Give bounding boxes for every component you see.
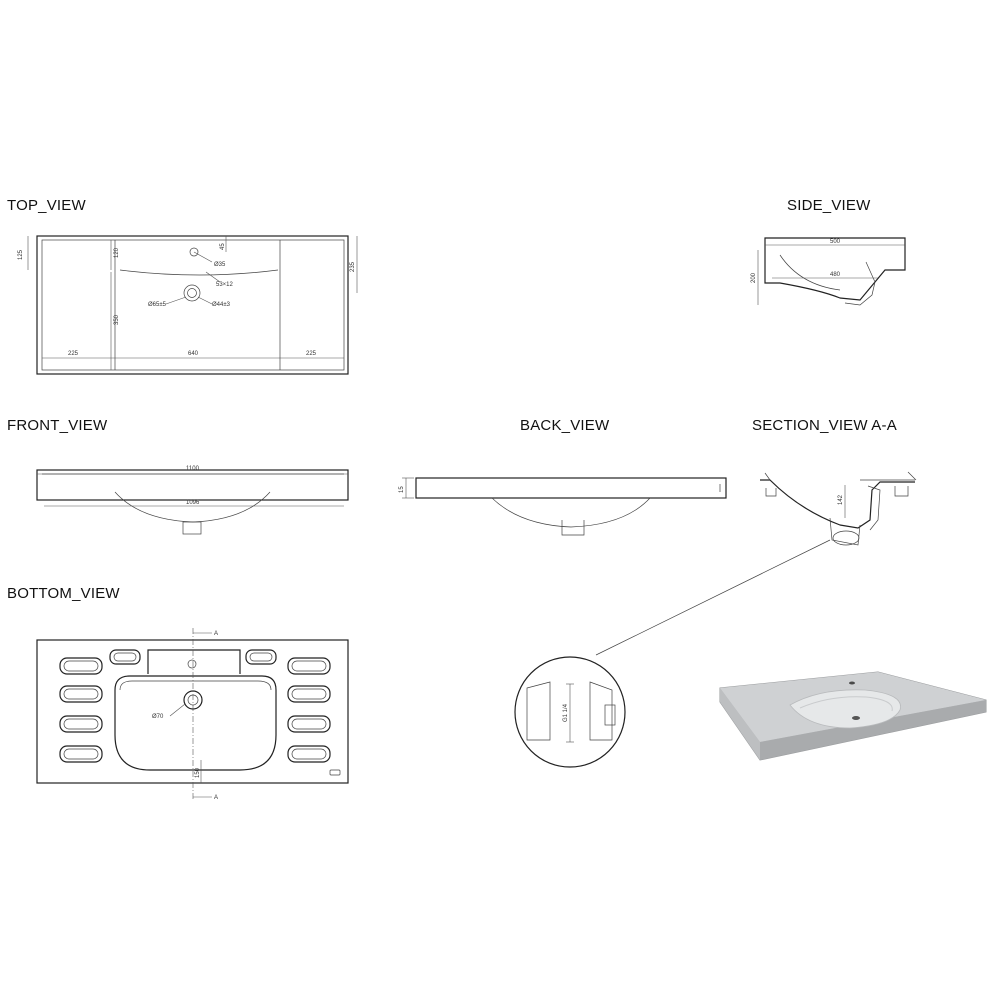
detail-view-drawing: G1 1/4 [514,656,626,768]
top-view-outline [36,235,349,375]
dim-right: 225 [306,351,317,357]
overflow-slot [119,269,279,276]
back-view-title: BACK_VIEW [520,417,610,434]
back-view-outline [415,477,727,499]
back-view-drawing: 15 [399,477,727,536]
top-view-drawing: 125 120 45 235 350 Ø35 53×12 Ø65±5 Ø44±3… [18,235,358,375]
dim-center: 640 [188,351,199,357]
section-view-drawing: 142 [760,471,917,546]
top-view-title: TOP_VIEW [7,197,86,214]
basin-bowl-outline [114,675,277,771]
dim-overflow: 53×12 [216,282,234,288]
tap-hole [189,247,199,257]
bottom-view-title: BOTTOM_VIEW [7,585,120,602]
front-view-outline [36,469,349,501]
side-view-title: SIDE_VIEW [787,197,871,214]
front-view-title: FRONT_VIEW [7,417,108,434]
dim-bottom-rear: 150 [195,767,201,778]
dim-bottom-drain: Ø70 [152,714,164,720]
mounting-pads-left [59,649,141,763]
dim-section-depth: 142 [838,494,844,505]
basin-3d-bowl [789,689,901,729]
dim-thread: G1 1/4 [563,703,569,722]
dim-120: 120 [114,247,120,258]
front-view-drawing: 1100 1096 [36,466,349,535]
dim-back-thickness: 15 [399,486,405,493]
bottom-view-outline [36,639,349,784]
dim-drain-inner: Ø44±3 [212,302,231,308]
cut-marker-a-bottom: A [214,795,218,801]
dim-tap-hole: Ø35 [214,262,226,268]
side-view-drawing: 500 480 200 [751,237,906,306]
side-view-outline [764,237,906,301]
dim-235: 235 [350,261,356,272]
dim-side-height: 200 [751,272,757,283]
dim-drain-outer: Ø65±5 [148,302,167,308]
dim-front-overall: 1100 [186,466,200,472]
dim-125: 125 [18,249,24,260]
tap-recess [147,649,241,674]
dim-side-width: 500 [830,239,841,245]
dim-side-inner: 480 [830,272,841,278]
basin-3d-drain [852,716,860,720]
dim-350: 350 [114,314,120,325]
basin-3d-render [719,671,987,761]
mounting-pads-right [245,649,331,763]
section-view-title: SECTION_VIEW A-A [752,417,897,434]
dim-left: 225 [68,351,79,357]
drain-hole [183,284,201,302]
dim-45: 45 [220,243,226,250]
section-view-outline [760,479,915,529]
basin-3d-tap-hole [849,681,855,685]
cut-marker-a-top: A [214,631,218,637]
detail-leader-line [595,539,831,656]
bottom-view-drawing: A A Ø70 150 [36,628,349,801]
detail-circle [514,656,626,768]
dim-front-inner: 1096 [186,500,200,506]
